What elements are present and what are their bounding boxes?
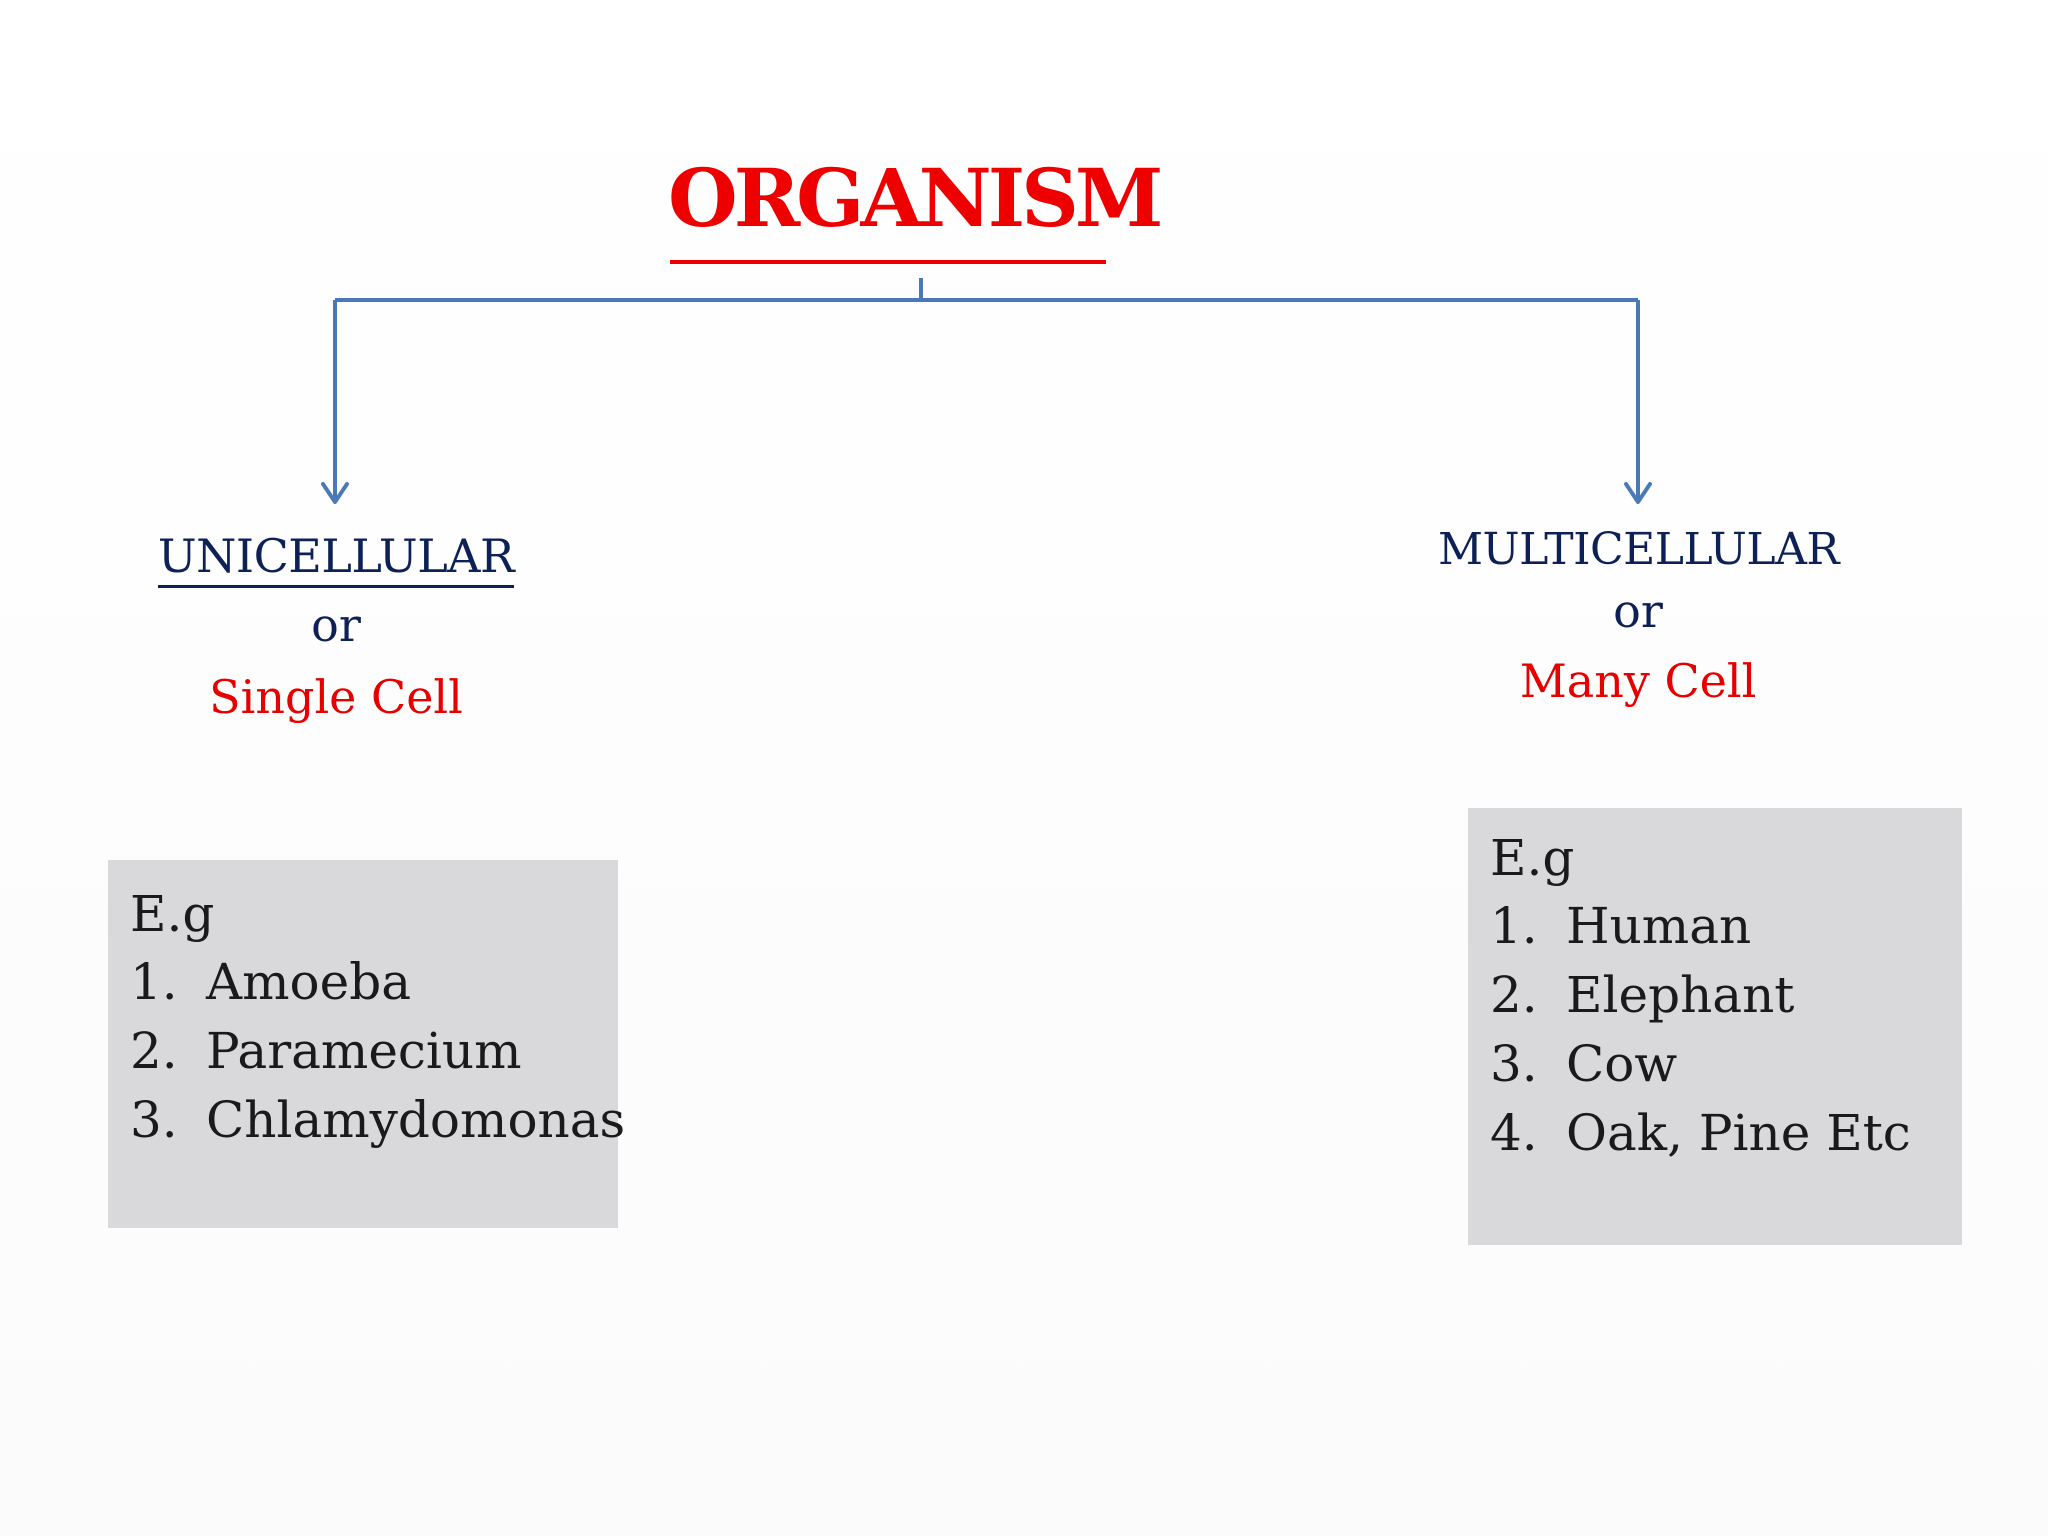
example-name: Paramecium (206, 1022, 522, 1080)
left-arrowhead (321, 482, 349, 504)
list-item: 1. Human (1490, 892, 1962, 961)
multicellular-examples-box: E.g 1. Human 2. Elephant 3. Cow 4. Oak, Pine… (1468, 808, 1962, 1245)
title-underline (670, 260, 1106, 264)
eg-label: E.g (1490, 829, 1575, 887)
example-name: Cow (1566, 1035, 1678, 1093)
multicellular-or: or (1613, 584, 1663, 638)
list-item: 3. Chlamydomonas (130, 1086, 625, 1155)
list-item: 3. Cow (1490, 1030, 1962, 1099)
eg-label: E.g (130, 885, 215, 943)
list-item: 2. Paramecium (130, 1017, 618, 1086)
multicellular-examples-list: 1. Human 2. Elephant 3. Cow 4. Oak, Pine Etc (1490, 892, 1962, 1168)
list-number: 2. (130, 1022, 178, 1080)
right-arrowhead (1624, 482, 1652, 504)
list-number: 1. (130, 953, 178, 1011)
unicellular-examples-box: E.g 1. Amoeba 2. Paramecium 3. Chlamydomona… (108, 860, 625, 1228)
list-item: 4. Oak, Pine Etc (1490, 1099, 1962, 1168)
list-number: 3. (130, 1091, 178, 1149)
unicellular-heading: UNICELLULAR (157, 533, 515, 588)
unicellular-plain-name: Single Cell (209, 670, 463, 724)
multicellular-heading: MULTICELLULAR (1438, 524, 1840, 575)
multicellular-node: MULTICELLULAR or Many Cell (1438, 524, 1840, 708)
example-name: Amoeba (206, 953, 412, 1011)
list-item: 1. Amoeba (130, 948, 618, 1017)
diagram-title: ORGANISM (668, 151, 1163, 245)
unicellular-node: UNICELLULAR or Single Cell (136, 533, 536, 720)
list-number: 2. (1490, 966, 1538, 1024)
example-name: Elephant (1566, 966, 1795, 1024)
example-name: Oak, Pine Etc (1566, 1104, 1911, 1162)
multicellular-plain-name: Many Cell (1519, 654, 1757, 708)
unicellular-examples-list: 1. Amoeba 2. Paramecium 3. Chlamydomonas (130, 948, 625, 1155)
list-item: 2. Elephant (1490, 961, 1962, 1030)
list-number: 1. (1490, 897, 1538, 955)
example-name: Human (1566, 897, 1752, 955)
unicellular-or: or (311, 598, 361, 652)
example-name: Chlamydomonas (206, 1091, 626, 1149)
list-number: 3. (1490, 1035, 1538, 1093)
list-number: 4. (1490, 1104, 1538, 1162)
